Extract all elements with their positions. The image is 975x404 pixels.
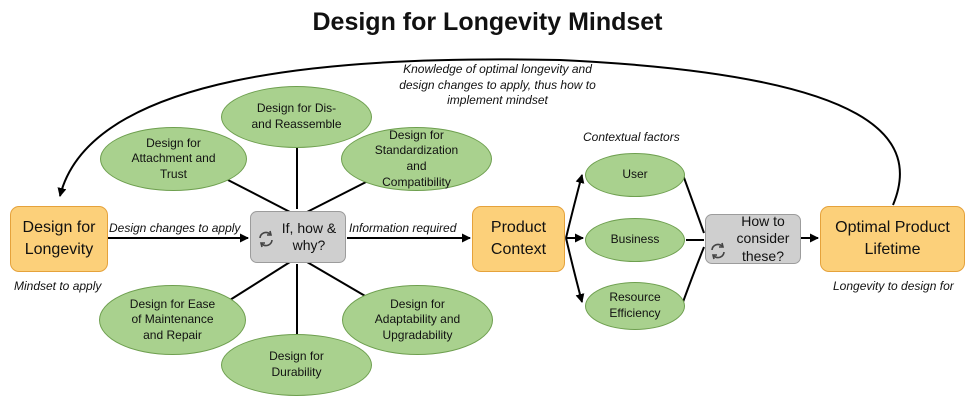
strategy-line: and Reassemble [251, 117, 342, 131]
label-longevity-to-design-for: Longevity to design for [833, 279, 954, 293]
refresh-cycle-icon [259, 230, 273, 248]
strategy-line: Standardization [374, 143, 459, 158]
strategy-line: Compatibility [382, 174, 451, 189]
strategy-line: Design for Dis- [256, 101, 337, 116]
strategy-line: Design for [269, 349, 324, 364]
node-label-line: If, how & [281, 219, 337, 236]
strategy-line: of Maintenance [131, 312, 214, 327]
node-label-line: Lifetime [864, 241, 921, 258]
node-label-line: Product [490, 219, 547, 237]
node-label-line: Design for [22, 219, 96, 237]
if-how-why-node: If, how &why? [250, 211, 346, 263]
factor-line: Business [610, 232, 660, 247]
node-label-line: why? [292, 237, 326, 253]
strategy-disassemble: Design for Dis-and Reassemble [221, 86, 372, 148]
refresh-cycle-icon [711, 242, 725, 260]
node-label-line: Context [490, 241, 547, 258]
feedback-arc [57, 58, 901, 206]
factor-business: Business [585, 218, 685, 262]
factor-line: Efficiency [609, 306, 661, 320]
label-contextual-factors: Contextual factors [583, 130, 680, 144]
strategy-line: Attachment and [131, 151, 216, 166]
strategy-line: Design for [390, 296, 445, 311]
strategy-line: Trust [160, 166, 187, 181]
label-information-required: Information required [349, 221, 457, 235]
node-label-line: these? [741, 247, 785, 264]
node-label-line: consider [736, 230, 790, 247]
strategy-line: Adaptability and [374, 312, 461, 327]
feedback-note-line: design changes to apply, thus how to [399, 77, 596, 92]
label-design-changes: Design changes to apply [109, 221, 241, 235]
strategy-line: Durability [271, 365, 322, 379]
strategy-line: Design for [146, 135, 201, 150]
strategy-line: Design for Ease [129, 296, 216, 311]
feedback-note: Knowledge of optimal longevity and desig… [360, 62, 635, 109]
factor-line: User [622, 167, 648, 182]
node-label-line: Optimal Product [835, 219, 950, 237]
diagram-title: Design for Longevity Mindset [312, 8, 663, 36]
strategy-line: Design for [389, 127, 444, 142]
node-label-line: Longevity [24, 241, 94, 258]
strategy-line: and [406, 159, 427, 173]
feedback-note-line: implement mindset [447, 93, 548, 108]
node-label-line: How to [741, 212, 785, 229]
factor-user: User [585, 153, 685, 197]
strategy-line: Upgradability [382, 327, 453, 342]
feedback-note-line: Knowledge of optimal longevity and [403, 62, 592, 76]
label-mindset-to-apply: Mindset to apply [14, 279, 102, 293]
factor-line: Resource [609, 290, 661, 305]
strategy-line: and Repair [143, 327, 202, 342]
